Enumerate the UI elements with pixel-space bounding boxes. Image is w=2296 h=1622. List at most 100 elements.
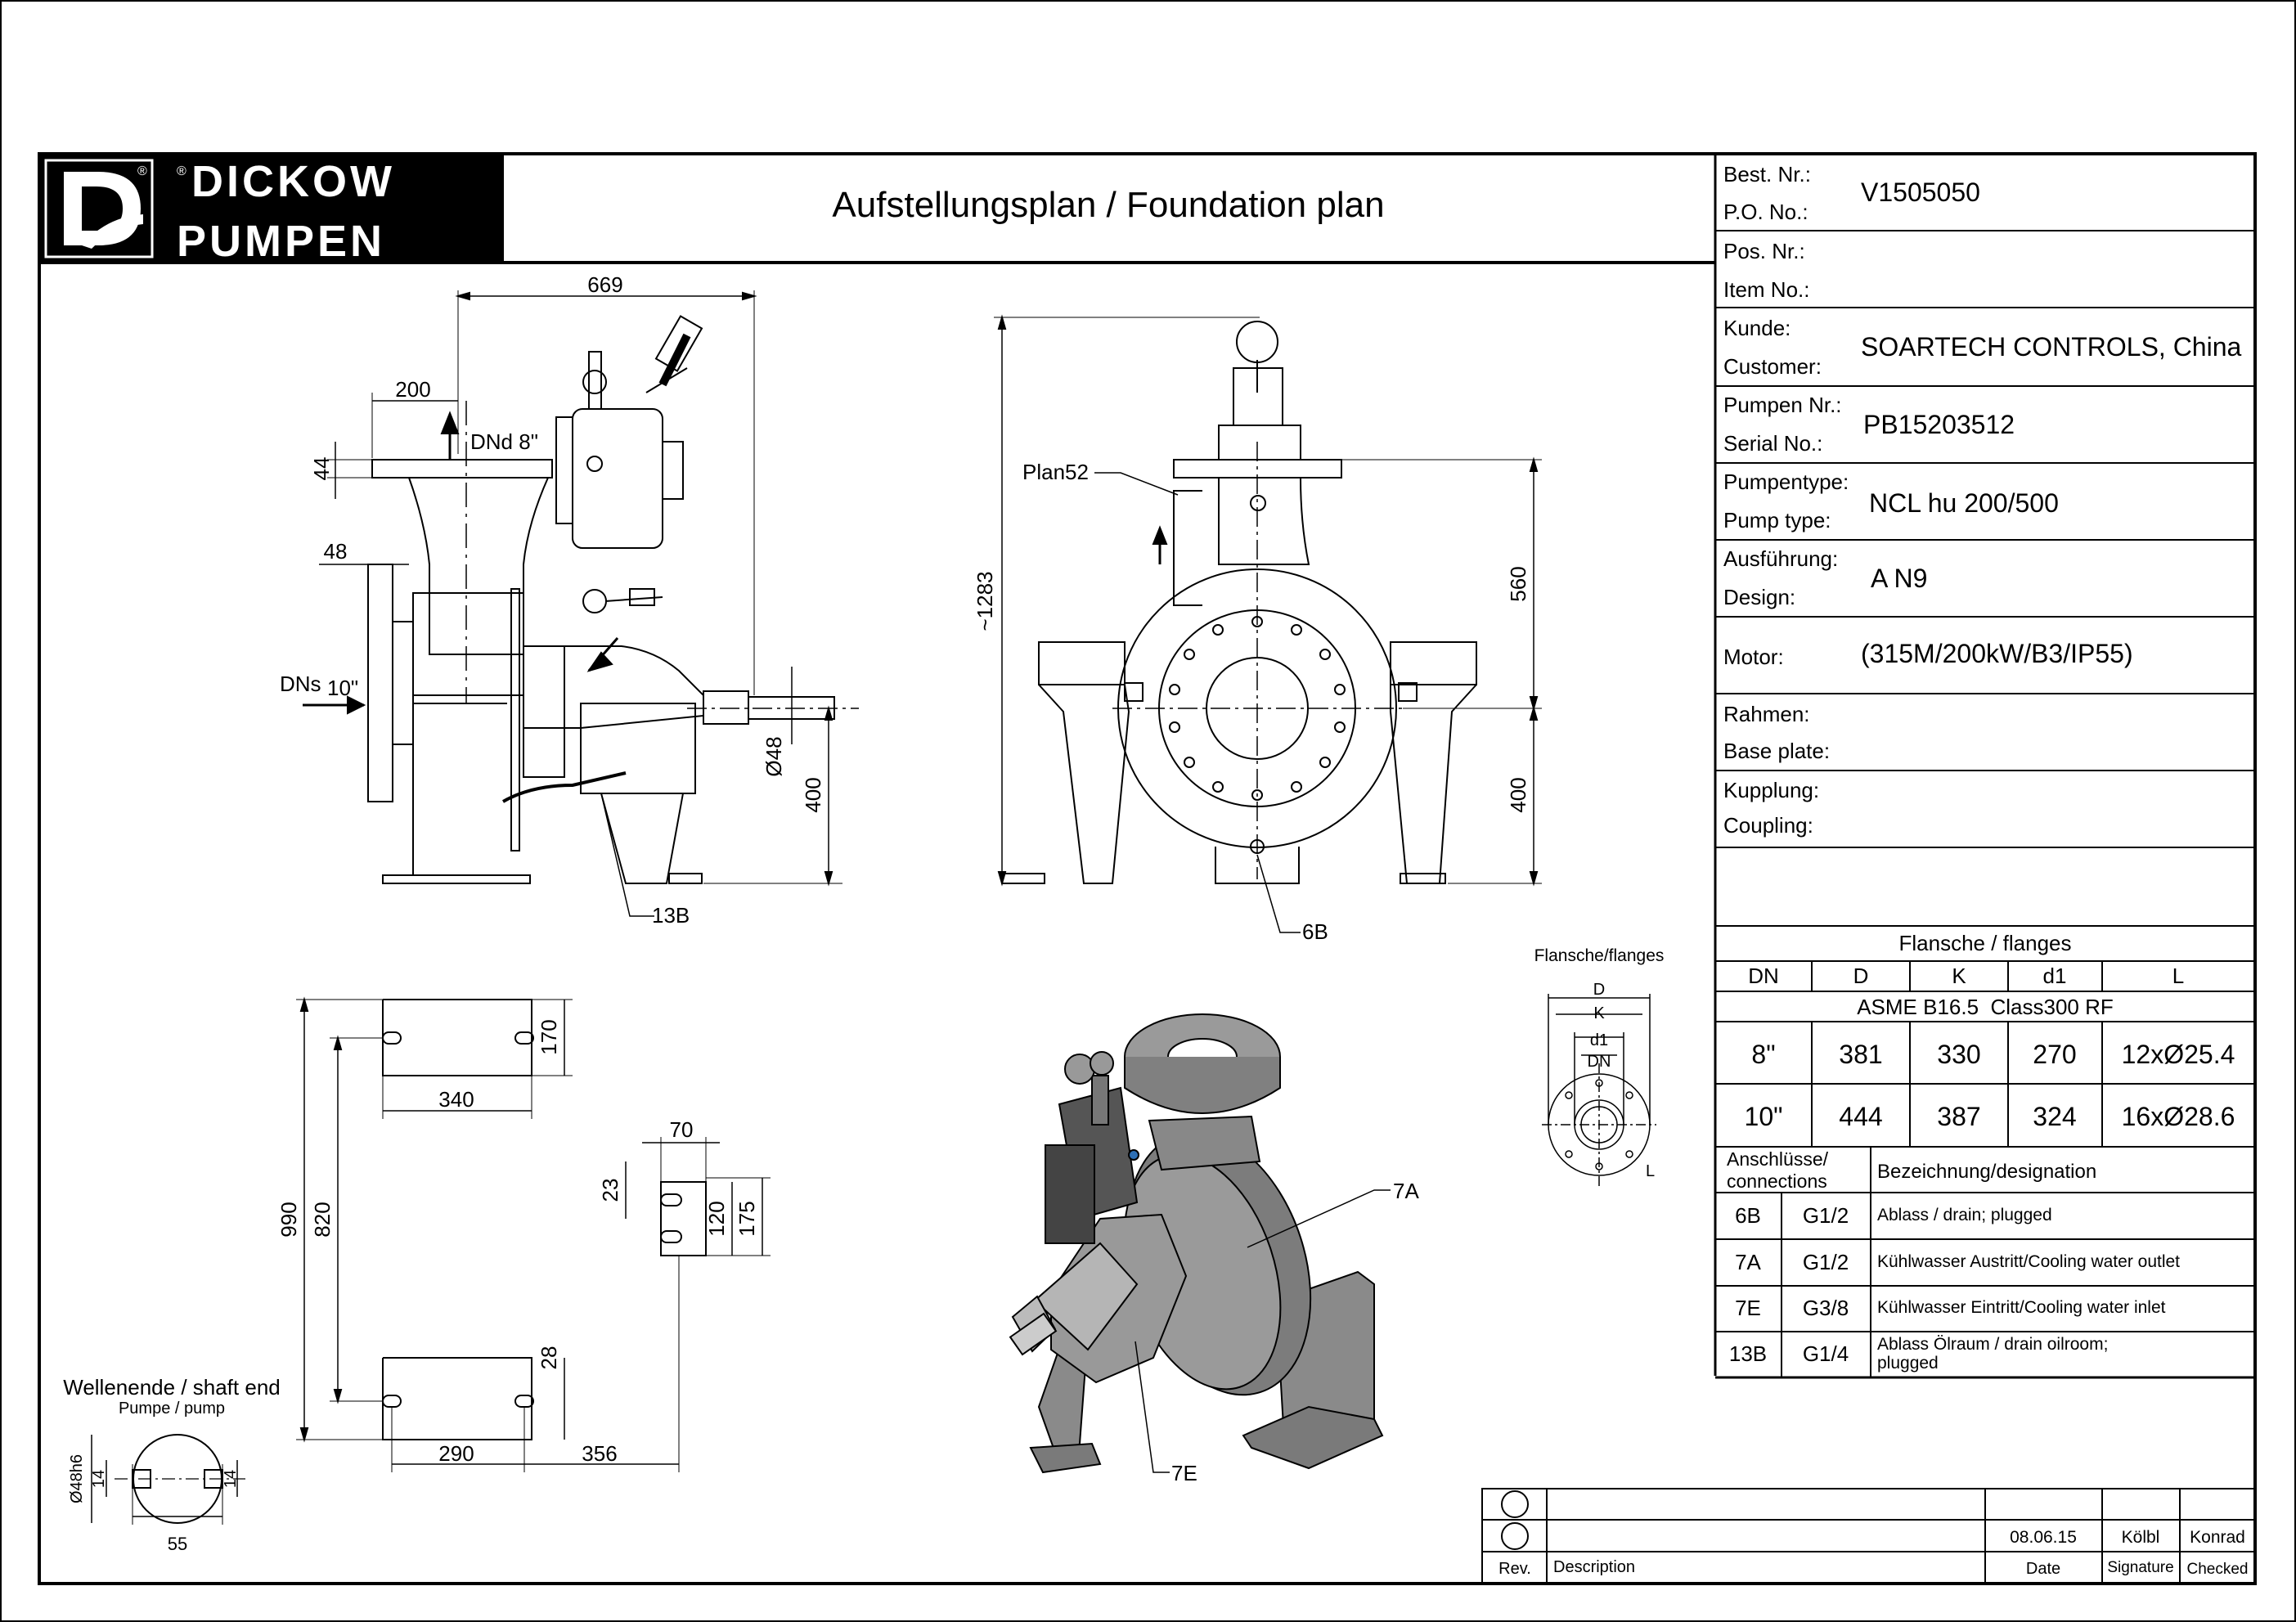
connections-header-2: connections xyxy=(1727,1170,1827,1192)
dim-400-front: 400 xyxy=(1506,777,1530,812)
flange-table: Flansche / flanges DN D K d1 L ASME B16.… xyxy=(1715,926,2256,1148)
flange-10-d1: 324 xyxy=(2033,1102,2076,1131)
serial-value: PB15203512 xyxy=(1863,410,2015,439)
rev-description-label: Description xyxy=(1553,1558,1635,1576)
shaft-end-key-2: 14 xyxy=(222,1470,240,1488)
conn-6b-size: G1/2 xyxy=(1803,1203,1849,1228)
best-nr-label: Best. Nr.: xyxy=(1723,162,1811,186)
isometric-pump-view: 7A 7E xyxy=(1009,1013,1419,1485)
dim-44: 44 xyxy=(309,457,334,481)
drawing-frame xyxy=(38,152,2257,1585)
dim-340: 340 xyxy=(438,1087,474,1112)
dim-175: 175 xyxy=(735,1201,759,1236)
dim-990: 990 xyxy=(276,1202,301,1237)
dim-28: 28 xyxy=(537,1346,561,1370)
logo-reg-2: ® xyxy=(177,164,186,178)
dim-23: 23 xyxy=(598,1179,622,1202)
conn-7a-size: G1/2 xyxy=(1803,1250,1849,1274)
conn-6b-id: 6B xyxy=(1735,1203,1761,1228)
logo-line1: DICKOW xyxy=(191,157,395,206)
connections-header-1: Anschlüsse/ xyxy=(1727,1148,1829,1170)
callout-7e: 7E xyxy=(1171,1461,1197,1485)
logo: ® ® DICKOW PUMPEN xyxy=(41,155,503,266)
flange-sketch-title: Flansche/flanges xyxy=(1534,946,1665,965)
pump-type-label: Pump type: xyxy=(1723,508,1831,532)
dim-1283: ~1283 xyxy=(973,571,997,631)
serial-no-label: Serial No.: xyxy=(1723,431,1822,456)
dim-669: 669 xyxy=(587,272,622,297)
dn-s-label: DNs xyxy=(280,672,321,696)
motor-value: (315M/200kW/B3/IP55) xyxy=(1861,639,2133,668)
shaft-end-title: Wellenende / shaft end xyxy=(63,1375,280,1400)
flange-8-k: 330 xyxy=(1937,1040,1980,1069)
logo-line2: PUMPEN xyxy=(177,217,385,266)
customer-label: Customer: xyxy=(1723,354,1822,379)
callout-6b: 6B xyxy=(1302,919,1328,944)
dim-290: 290 xyxy=(438,1441,474,1466)
flange-header-l: L xyxy=(2172,964,2184,988)
design-label: Design: xyxy=(1723,585,1795,609)
flange-10-l: 16xØ28.6 xyxy=(2122,1102,2235,1131)
flange-8-d1: 270 xyxy=(2033,1040,2076,1069)
rev-date-label: Date xyxy=(2026,1560,2060,1578)
shaft-end-key: 14 xyxy=(90,1470,108,1488)
dim-70: 70 xyxy=(670,1117,694,1142)
dim-356: 356 xyxy=(582,1441,617,1466)
dim-200: 200 xyxy=(395,377,430,402)
conn-7a-id: 7A xyxy=(1735,1250,1761,1274)
dim-shaft-dia: Ø48 xyxy=(762,736,786,776)
flange-sketch-d: D xyxy=(1593,981,1605,999)
rahmen-label: Rahmen: xyxy=(1723,702,1810,726)
motor-label: Motor: xyxy=(1723,645,1784,669)
flange-8-d: 381 xyxy=(1839,1040,1882,1069)
design-value: A N9 xyxy=(1871,564,1927,593)
flange-header-k: K xyxy=(1952,964,1966,988)
kunde-label: Kunde: xyxy=(1723,316,1791,340)
flange-10-k: 387 xyxy=(1937,1102,1980,1131)
flange-10-d: 444 xyxy=(1839,1102,1882,1131)
rev-date: 08.06.15 xyxy=(2010,1528,2077,1547)
dn-s-size: 10" xyxy=(327,676,358,700)
base-plan: 170 340 990 820 28 290 356 70 23 120 xyxy=(276,996,771,1472)
dim-170: 170 xyxy=(537,1019,561,1054)
rev-checked-label: Checked xyxy=(2187,1561,2249,1578)
conn-13b-desc-2: plugged xyxy=(1877,1354,1939,1373)
flange-header-d1: d1 xyxy=(2043,964,2067,988)
logo-reg: ® xyxy=(137,164,147,178)
po-no-value: V1505050 xyxy=(1861,177,1980,207)
rev-signature-label: Signature xyxy=(2107,1559,2173,1576)
pumpen-nr-label: Pumpen Nr.: xyxy=(1723,393,1842,417)
connections-header-designation: Bezeichnung/designation xyxy=(1877,1161,2096,1183)
shaft-end-subtitle: Pumpe / pump xyxy=(119,1400,225,1418)
flange-sketch: Flansche/flanges D K d1 DN L xyxy=(1534,946,1665,1186)
flange-header-dn: DN xyxy=(1748,964,1779,988)
front-flange-bolts xyxy=(1169,616,1346,801)
customer-value: SOARTECH CONTROLS, China xyxy=(1861,332,2242,362)
callout-13b: 13B xyxy=(652,903,690,928)
flange-8-dn: 8" xyxy=(1751,1040,1775,1069)
kupplung-label: Kupplung: xyxy=(1723,778,1819,802)
callout-7a: 7A xyxy=(1393,1179,1419,1203)
coupling-label: Coupling: xyxy=(1723,813,1813,838)
ausfuehrung-label: Ausführung: xyxy=(1723,546,1838,571)
flange-header-d: D xyxy=(1853,964,1869,988)
dim-120: 120 xyxy=(704,1201,729,1236)
conn-13b-id: 13B xyxy=(1729,1341,1767,1366)
connections-table: Anschlüsse/ connections Bezeichnung/desi… xyxy=(1715,1147,2256,1379)
rev-checked: Konrad xyxy=(2190,1528,2245,1547)
conn-7a-desc: Kühlwasser Austritt/Cooling water outlet xyxy=(1877,1252,2180,1271)
order-info-table: Best. Nr.: P.O. No.: V1505050 Pos. Nr.: … xyxy=(1714,154,2255,1376)
shaft-end-len: 55 xyxy=(168,1534,187,1554)
rev-label: Rev. xyxy=(1498,1560,1531,1578)
dn-d-label: DNd 8" xyxy=(470,429,538,454)
flange-8-l: 12xØ25.4 xyxy=(2122,1040,2235,1069)
pos-nr-label: Pos. Nr.: xyxy=(1723,239,1805,263)
conn-13b-desc-1: Ablass Ölraum / drain oilroom; xyxy=(1877,1335,2108,1354)
flange-sketch-dn: DN xyxy=(1588,1053,1611,1071)
page-title: Aufstellungsplan / Foundation plan xyxy=(832,185,1384,225)
pumpentype-label: Pumpentype: xyxy=(1723,470,1849,494)
shaft-end: Wellenende / shaft end Pumpe / pump 55 Ø… xyxy=(63,1375,280,1554)
conn-7e-desc: Kühlwasser Eintritt/Cooling water inlet xyxy=(1877,1298,2166,1317)
base-plate-label: Base plate: xyxy=(1723,739,1830,763)
